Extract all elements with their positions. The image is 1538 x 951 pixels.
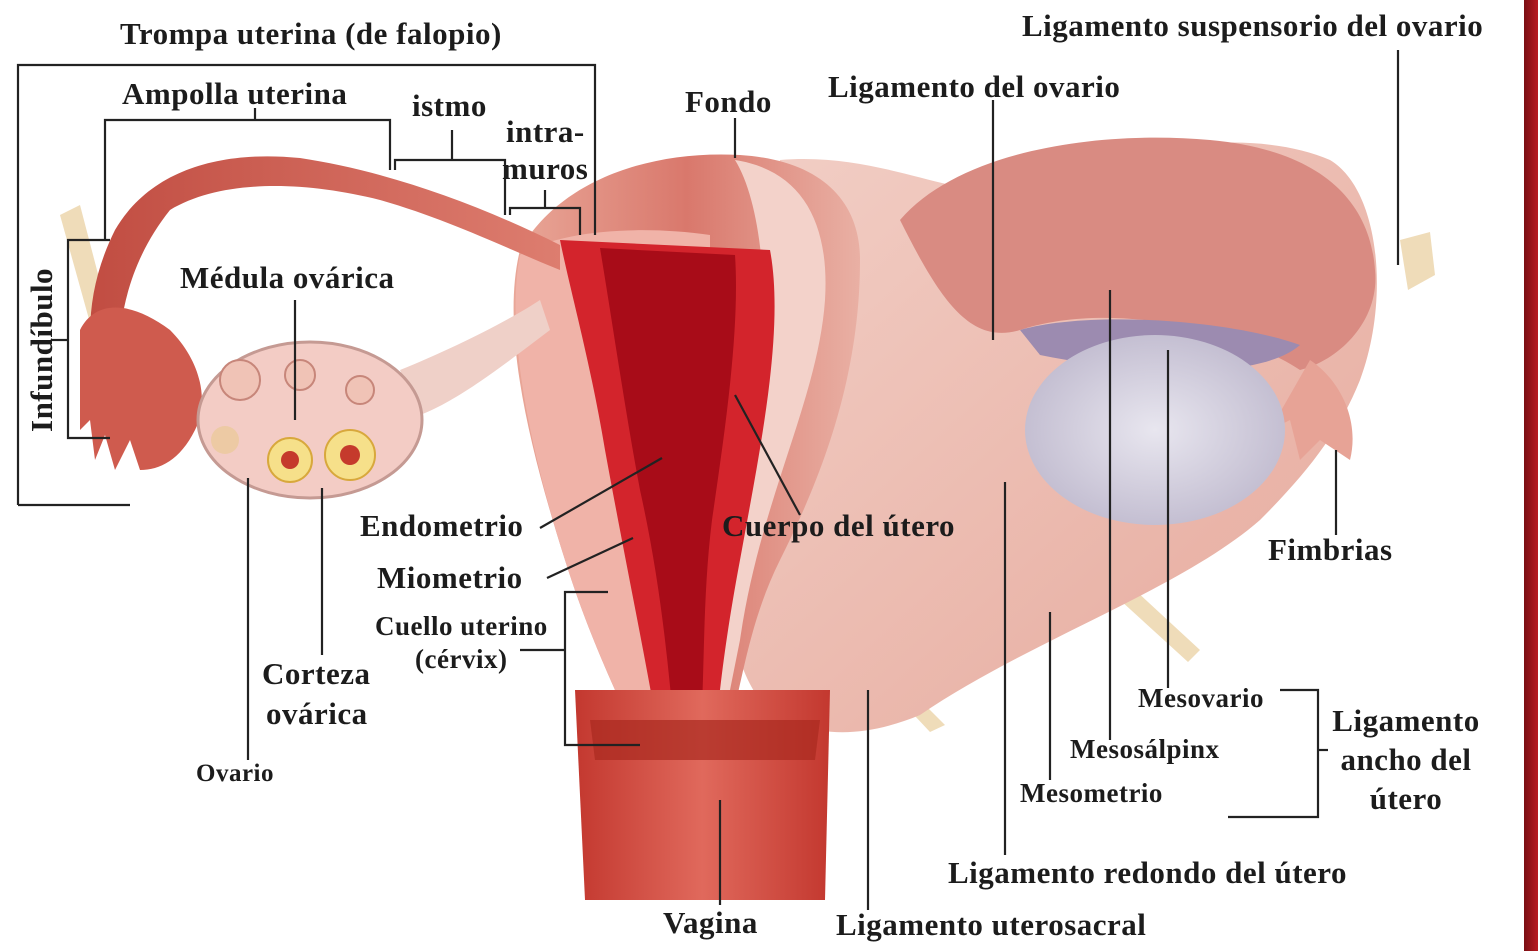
label-mesosalpinx: Mesosálpinx	[1070, 734, 1220, 765]
label-corteza-2: ovárica	[266, 696, 368, 732]
label-ligamento-ancho-3: útero	[1326, 781, 1486, 817]
label-istmo: istmo	[412, 88, 487, 124]
label-intramuros-2: muros	[502, 151, 588, 187]
label-mesovario: Mesovario	[1138, 683, 1264, 714]
label-endometrio: Endometrio	[360, 508, 523, 544]
label-fondo: Fondo	[685, 84, 772, 120]
label-ampolla-uterina: Ampolla uterina	[122, 76, 347, 112]
label-ovario: Ovario	[196, 760, 274, 788]
vagina-shape	[575, 690, 830, 900]
right-ovary-shape	[1025, 335, 1285, 525]
label-ligamento-suspensorio: Ligamento suspensorio del ovario	[1022, 8, 1483, 44]
label-ligamento-ovario: Ligamento del ovario	[828, 69, 1120, 105]
label-trompa-uterina: Trompa uterina (de falopio)	[120, 16, 502, 52]
label-ligamento-ancho-2: ancho del	[1326, 742, 1486, 778]
label-miometrio: Miometrio	[377, 560, 523, 596]
label-corteza-1: Corteza	[262, 656, 371, 692]
slide-edge-bar	[1524, 0, 1538, 951]
label-ligamento-ancho-1: Ligamento	[1326, 703, 1486, 739]
label-cuello-uterino-1: Cuello uterino	[375, 611, 548, 642]
label-intramuros-1: intra-	[506, 114, 585, 150]
label-ligamento-uterosacral: Ligamento uterosacral	[836, 907, 1146, 943]
label-cuello-uterino-2: (cérvix)	[415, 644, 507, 675]
left-ovary-ligament-shape	[198, 300, 550, 498]
label-infundibulo: Infundíbulo	[24, 268, 60, 432]
label-fimbrias: Fimbrias	[1268, 532, 1393, 568]
label-medula-ovarica: Médula ovárica	[180, 260, 395, 296]
label-vagina: Vagina	[663, 905, 758, 941]
label-cuerpo-utero: Cuerpo del útero	[722, 508, 955, 544]
label-mesometrio: Mesometrio	[1020, 778, 1163, 809]
label-ligamento-redondo: Ligamento redondo del útero	[948, 855, 1347, 891]
